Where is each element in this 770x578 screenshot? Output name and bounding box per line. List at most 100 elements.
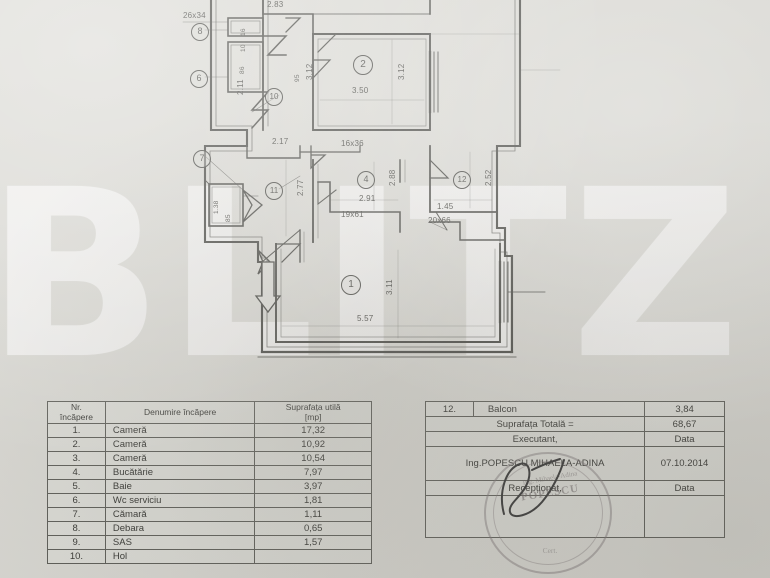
- room-name-cell: Cameră: [104, 437, 256, 452]
- room-name-cell: Hol: [104, 549, 256, 564]
- room-name-cell: Bucătărie: [104, 465, 256, 480]
- room-marker-2: 2: [353, 55, 373, 75]
- room-nr-cell: 1.: [47, 423, 106, 438]
- room-nr-cell: 5.: [47, 479, 106, 494]
- room-area-cell: 1,11: [254, 507, 372, 522]
- room-nr-cell: 10.: [47, 549, 106, 564]
- dim-217: 2.17: [272, 137, 289, 146]
- summary-table: 12. Balcon 3,84 Suprafața Totală = 68,67…: [424, 401, 725, 538]
- room-area-cell: 17,32: [254, 423, 372, 438]
- executant-name: Ing.POPESCU MIHAELA-ADINA: [424, 446, 646, 481]
- room-marker-6: 6: [190, 70, 208, 88]
- room-nr-cell: 2.: [47, 437, 106, 452]
- receptionat-date: [644, 495, 725, 538]
- balcony-area: 3,84: [644, 401, 725, 417]
- room-marker-1: 1: [341, 275, 361, 295]
- header-nr-line2: încăpere: [59, 411, 93, 422]
- table-row-total: Suprafața Totală = 68,67: [424, 416, 725, 432]
- floor-plan-drawing: [182, 0, 561, 358]
- dim-19x61: 19x61: [341, 210, 364, 219]
- table-row-balcony: 12. Balcon 3,84: [425, 401, 725, 417]
- room-marker-11: 11: [265, 182, 283, 200]
- room-name-cell: Wc serviciu: [104, 493, 256, 508]
- room-name-cell: SAS: [104, 535, 256, 550]
- room-marker-7: 7: [193, 150, 211, 168]
- table-row: 10.Hol: [47, 549, 372, 564]
- header-nr: Nr. încăpere: [47, 401, 106, 424]
- table-row-executant-header: Executant, Data: [424, 431, 725, 447]
- table-row-receptionat-value: [424, 495, 725, 538]
- total-label: Suprafața Totală =: [424, 416, 646, 432]
- dim-26x34: 26x34: [183, 11, 206, 20]
- room-name-cell: Cameră: [104, 451, 256, 466]
- executant-label: Executant,: [424, 431, 646, 447]
- dim-10: 10: [240, 44, 247, 52]
- room-area-cell: 0,65: [254, 521, 372, 536]
- room-nr-cell: 4.: [47, 465, 106, 480]
- dim-312-left: 3.12: [305, 63, 314, 80]
- room-area-cell: 1,81: [254, 493, 372, 508]
- dim-277: 2.77: [296, 179, 305, 196]
- header-area: Suprafața utilă [mp]: [254, 401, 372, 424]
- room-marker-4: 4: [357, 171, 375, 189]
- dim-95: 95: [294, 74, 301, 82]
- dim-145: 1.45: [437, 202, 454, 211]
- header-name: Denumire încăpere: [104, 401, 256, 424]
- room-marker-12: 12: [453, 171, 471, 189]
- rooms-table-header-row: Nr. încăpere Denumire încăpere Suprafața…: [47, 401, 372, 424]
- room-nr-cell: 3.: [47, 451, 106, 466]
- data-label-2: Data: [644, 480, 725, 496]
- room-nr-cell: 9.: [47, 535, 106, 550]
- room-name-cell: Baie: [104, 479, 256, 494]
- room-area-cell: 10,54: [254, 451, 372, 466]
- stamp-bottom: Cert.: [542, 546, 558, 555]
- room-marker-8: 8: [191, 23, 209, 41]
- balcony-name: Balcon: [472, 401, 646, 417]
- dim-16x36: 16x36: [341, 139, 364, 148]
- dim-311: 3.11: [385, 279, 394, 295]
- dim-86: 86: [239, 66, 246, 74]
- room-area-cell: 7,97: [254, 465, 372, 480]
- room-nr-cell: 8.: [47, 521, 106, 536]
- dim-283: 2.83: [267, 0, 284, 9]
- room-nr-cell: 6.: [47, 493, 106, 508]
- dim-312-right: 3.12: [397, 63, 406, 80]
- watermark-blitz: BLITZ: [0, 140, 744, 410]
- header-area-line2: [mp]: [304, 411, 322, 422]
- dim-85: 85: [225, 214, 232, 222]
- dim-252: 2.52: [484, 169, 493, 186]
- room-area-cell: 3,97: [254, 479, 372, 494]
- header-nr-line1: Nr.: [71, 402, 82, 412]
- room-name-cell: Cameră: [104, 423, 256, 438]
- room-area-cell: 10,92: [254, 437, 372, 452]
- room-area-cell: [254, 549, 372, 564]
- total-value: 68,67: [644, 416, 725, 432]
- data-label-1: Data: [644, 431, 725, 447]
- dim-211: 2.11: [236, 79, 245, 95]
- room-name-cell: Cămară: [104, 507, 256, 522]
- room-marker-10: 10: [265, 88, 283, 106]
- dim-288: 2.88: [388, 169, 397, 186]
- executant-date: 07.10.2014: [644, 446, 725, 481]
- dim-350: 3.50: [352, 86, 369, 95]
- receptionat-name: [424, 495, 646, 538]
- dim-16: 16: [240, 28, 247, 36]
- room-name-cell: Debara: [104, 521, 256, 536]
- dim-138: 1.38: [213, 200, 220, 214]
- dim-557: 5.57: [357, 314, 374, 323]
- room-area-cell: 1,57: [254, 535, 372, 550]
- rooms-table: Nr. încăpere Denumire încăpere Suprafața…: [47, 401, 372, 564]
- dim-20x66: 20x66: [428, 216, 451, 225]
- room-nr-cell: 7.: [47, 507, 106, 522]
